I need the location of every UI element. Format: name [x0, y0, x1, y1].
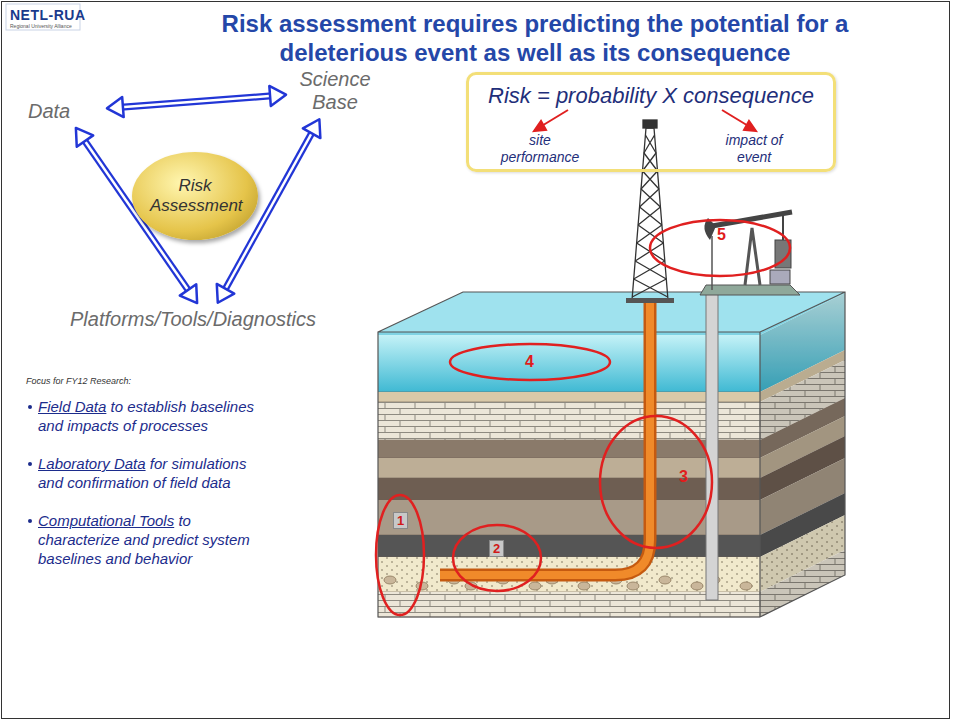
bullet-dot	[28, 462, 32, 466]
drilling-derrick	[626, 120, 674, 303]
formula-arrows	[534, 110, 756, 131]
vertical-well	[706, 290, 718, 600]
arrow-head	[180, 284, 197, 303]
bullet-keyword: Laboratory Data	[38, 455, 146, 472]
horizontal-well-pipe-core	[440, 303, 650, 575]
concept-label-node: Science Base	[292, 68, 378, 114]
node-text: Platforms/Tools/Diagnostics	[70, 308, 347, 331]
arrow-shaft-inner	[121, 96, 272, 107]
formula-term: impact of event	[712, 132, 796, 166]
horizontal-well-pipe	[440, 303, 650, 575]
arrow-head	[76, 128, 93, 147]
callout-number: 1	[393, 512, 408, 529]
arrow-head	[217, 284, 234, 303]
bullet-item: Computational Tools to characterize and …	[28, 512, 268, 568]
concept-label-node: Data	[28, 100, 101, 123]
bullet-dot	[28, 519, 32, 523]
callout-ellipses	[376, 220, 790, 615]
bullet-dot	[28, 405, 32, 409]
double-arrow-connector	[107, 86, 286, 117]
risk-ellipse: Risk Assessment	[132, 152, 258, 240]
callout-number: 4	[522, 353, 537, 371]
bullet-item: Field Data to establish baselines and im…	[28, 398, 268, 436]
node-text: Risk Assessment	[150, 176, 240, 217]
callout-number: 2	[489, 540, 504, 557]
slide-title: Risk assessment requires predicting the …	[170, 10, 900, 68]
callout-number: 5	[714, 226, 729, 244]
node-text: Science Base	[292, 68, 378, 114]
arrow-head	[303, 119, 320, 138]
arrow-head	[269, 86, 286, 106]
bullet-item: Laboratory Data for simulations and conf…	[28, 455, 268, 493]
rock-layers	[378, 292, 845, 617]
node-text: Data	[28, 100, 101, 123]
arrow-shaft	[121, 96, 272, 107]
logo-text: NETL-RUA	[10, 7, 86, 23]
pumpjack	[700, 212, 800, 295]
callout-number: 3	[676, 468, 691, 486]
bullet-keyword: Computational Tools	[38, 512, 174, 529]
arrow-head	[107, 97, 124, 117]
block-outline	[378, 292, 845, 617]
concept-label-node: Platforms/Tools/Diagnostics	[70, 308, 347, 331]
bullet-keyword: Field Data	[38, 398, 106, 415]
logo-subtitle: Regional University Alliance	[10, 23, 72, 29]
title-text: Risk assessment requires predicting the …	[222, 10, 849, 66]
node-text: Risk = probability X consequence	[479, 83, 823, 109]
formula-term: site performance	[498, 132, 582, 166]
focus-heading: Focus for FY12 Research:	[26, 376, 131, 386]
